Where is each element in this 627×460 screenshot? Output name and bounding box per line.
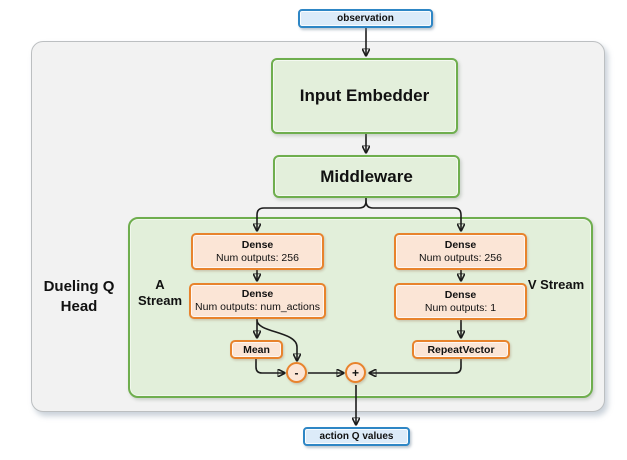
subtract-op-node: - [286,362,307,383]
action-q-values-node: action Q values [303,427,410,446]
a-stream-dense-2-node: Dense Num outputs: num_actions [189,283,326,319]
dense-title: Dense [241,288,274,300]
dense-title: Dense [241,238,274,251]
add-op-node: + [345,362,366,383]
v-stream-label: V Stream [527,277,585,292]
v-stream-dense-1-node: Dense Num outputs: 256 [394,233,527,270]
dense-title: Dense [444,288,477,301]
dense-title: Dense [444,238,477,251]
dense-detail: Num outputs: 256 [216,251,299,264]
a-stream-dense-1-node: Dense Num outputs: 256 [191,233,324,270]
observation-node: observation [298,9,433,28]
dense-detail: Num outputs: 1 [424,301,497,314]
dense-detail: Num outputs: num_actions [195,301,320,313]
dense-detail: Num outputs: 256 [419,251,502,264]
input-embedder-node: Input Embedder [271,58,458,134]
middleware-node: Middleware [273,155,460,198]
repeat-vector-node: RepeatVector [412,340,510,359]
v-stream-dense-2-node: Dense Num outputs: 1 [394,283,527,320]
mean-node: Mean [230,340,283,359]
dueling-q-head-label: Dueling Q Head [43,278,115,316]
a-stream-label: A Stream [137,277,183,309]
